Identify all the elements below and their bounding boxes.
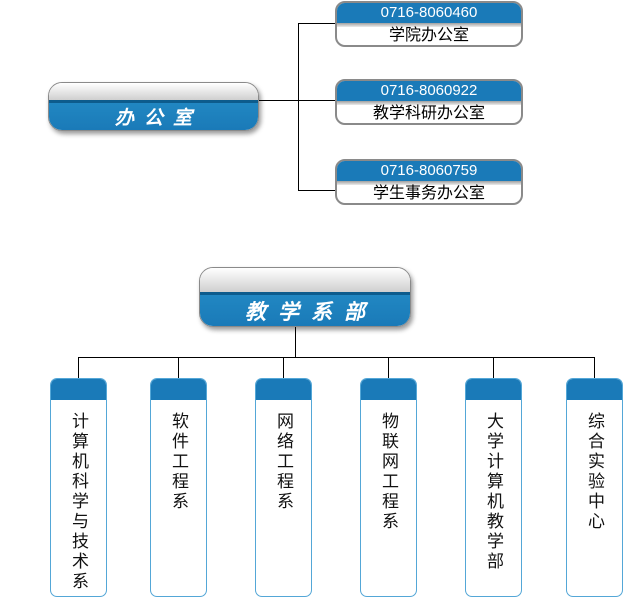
office-child-name: 学生事务办公室 (372, 185, 485, 202)
node-header (151, 379, 206, 400)
office-child-name: 教学科研办公室 (372, 105, 485, 122)
connector-line (283, 357, 284, 378)
divider-line (200, 292, 410, 295)
connector-line (295, 327, 296, 357)
phone-number: 0716-8060460 (337, 3, 521, 23)
office-child-node: 0716-8060460 学院办公室 (335, 1, 523, 47)
department-node: 大学计算机教学部 (465, 378, 522, 597)
departments-parent-node: 教学系部 (199, 267, 411, 327)
node-header (256, 379, 311, 400)
connector-line (78, 357, 595, 358)
office-parent-node: 办公室 (48, 82, 259, 131)
phone-number: 0716-8060759 (337, 161, 521, 181)
department-node: 计算机科学与技术系 (50, 378, 107, 597)
connector-line (493, 357, 494, 378)
phone-number: 0716-8060922 (337, 81, 521, 101)
department-node: 网络工程系 (255, 378, 312, 597)
connector-line (594, 357, 595, 378)
divider-line (337, 101, 521, 105)
connector-line (259, 100, 335, 101)
node-header (466, 379, 521, 400)
divider-line (337, 23, 521, 27)
divider-line (337, 181, 521, 185)
node-header (51, 379, 106, 400)
connector-line (78, 357, 79, 378)
department-name: 综合实验中心 (585, 412, 604, 532)
office-child-node: 0716-8060759 学生事务办公室 (335, 159, 523, 205)
divider-line (49, 100, 258, 103)
gloss-highlight (49, 83, 258, 101)
connector-line (388, 357, 389, 378)
department-name: 大学计算机教学部 (484, 412, 503, 572)
department-name: 物联网工程系 (379, 412, 398, 532)
office-child-node: 0716-8060922 教学科研办公室 (335, 79, 523, 125)
department-name: 软件工程系 (169, 412, 188, 512)
departments-parent-label: 教学系部 (200, 295, 410, 326)
gloss-highlight (200, 268, 410, 292)
department-name: 计算机科学与技术系 (69, 412, 88, 592)
office-parent-label: 办公室 (49, 103, 258, 130)
department-node: 综合实验中心 (566, 378, 623, 597)
office-child-name: 学院办公室 (388, 27, 469, 44)
connector-line (298, 190, 335, 191)
connector-line (298, 23, 299, 191)
connector-line (178, 357, 179, 378)
node-header (361, 379, 416, 400)
department-node: 软件工程系 (150, 378, 207, 597)
department-node: 物联网工程系 (360, 378, 417, 597)
connector-line (298, 23, 335, 24)
department-name: 网络工程系 (274, 412, 293, 512)
node-header (567, 379, 622, 400)
